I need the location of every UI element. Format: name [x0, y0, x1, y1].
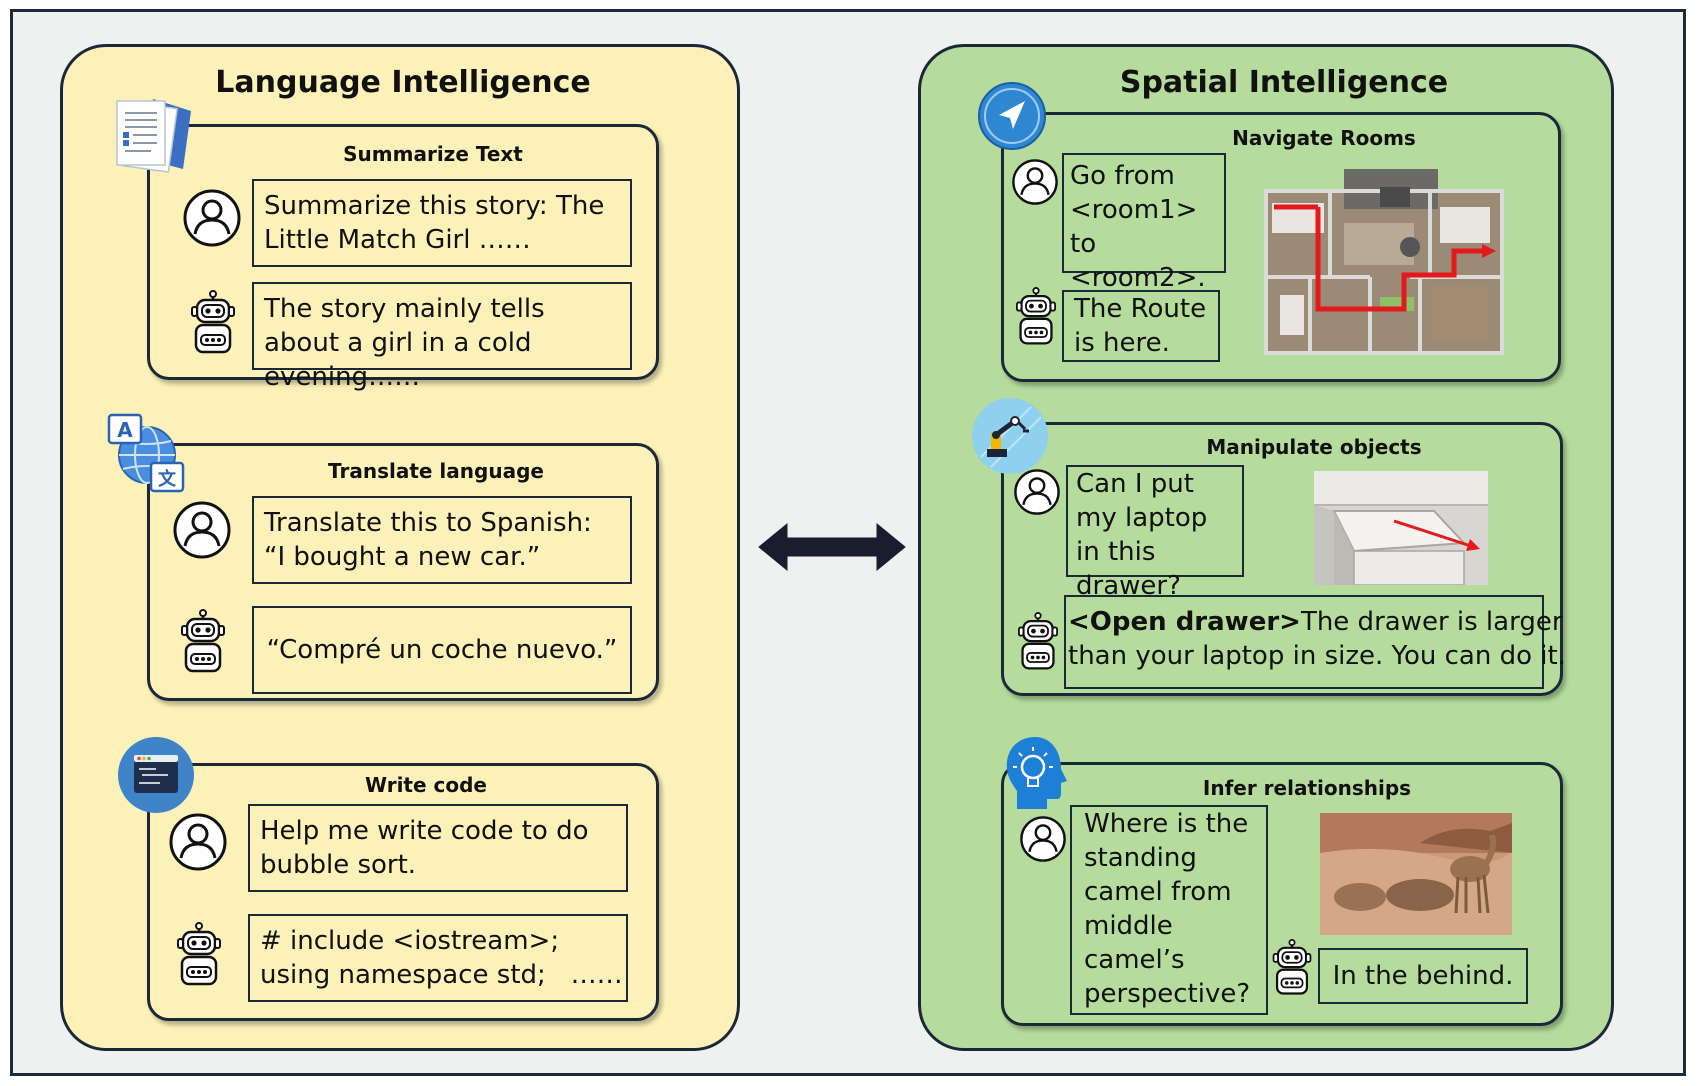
card-title: Write code	[365, 773, 487, 797]
card-title: Navigate Rooms	[1232, 126, 1416, 150]
write-code-card: Write code Help me write code to do bubb…	[147, 763, 659, 1021]
bot-message: In the behind.	[1318, 948, 1528, 1004]
card-title: Translate language	[328, 459, 544, 483]
bot-line-2: is here.	[1074, 328, 1170, 358]
robot-icon	[178, 609, 228, 675]
user-avatar-icon	[1019, 815, 1067, 863]
robot-icon	[188, 290, 238, 356]
summarize-text-card: Summarize Text Summarize this story: The…	[147, 124, 659, 392]
navigation-arrow-icon	[978, 82, 1046, 150]
card-title: Summarize Text	[343, 142, 523, 166]
user-message: Can I put my laptop in this drawer?	[1066, 465, 1244, 601]
manipulate-objects-card: Manipulate objects Can I put my laptop i…	[1001, 422, 1566, 696]
user-avatar-icon	[182, 188, 242, 248]
infer-relationships-card: Infer relationships Where is the standin…	[1001, 762, 1563, 1026]
robot-icon	[1013, 287, 1059, 347]
bot-message: The Route is here.	[1062, 290, 1220, 362]
documents-icon	[116, 99, 191, 173]
user-message: Help me write code to do bubble sort.	[248, 804, 628, 892]
panel-title: Spatial Intelligence	[1119, 65, 1449, 100]
user-message: Where is the standing camel from middle …	[1070, 805, 1268, 1015]
bot-message: <Open drawer>The drawer is larger than y…	[1064, 595, 1566, 689]
bot-code-message: # include <iostream>; using namespace st…	[248, 914, 628, 1002]
user-avatar-icon	[168, 812, 228, 872]
navigate-rooms-card: Navigate Rooms Go from <room1> to <room2…	[1001, 112, 1561, 382]
bot-message: The story mainly tells about a girl in a…	[252, 282, 632, 392]
code-line-1: # include <iostream>;	[260, 926, 560, 956]
user-avatar-icon	[1011, 158, 1059, 206]
user-message: Go from <room1> to <room2>.	[1062, 153, 1226, 293]
robot-icon	[174, 922, 224, 988]
spatial-intelligence-panel: Spatial Intelligence Navigate Rooms Go f…	[918, 44, 1614, 1051]
lightbulb-head-icon	[1006, 737, 1067, 809]
code-window-icon	[118, 737, 194, 813]
robot-icon	[1015, 612, 1061, 672]
svg-text:A: A	[117, 418, 133, 442]
card-title: Infer relationships	[1202, 776, 1412, 800]
robot-icon	[1270, 939, 1314, 997]
svg-text:文: 文	[158, 468, 177, 490]
bot-line-1: The Route	[1074, 294, 1207, 324]
bot-message: “Compré un coche nuevo.”	[252, 606, 632, 694]
floor-plan-image	[1264, 169, 1504, 355]
user-message: Translate this to Spanish: “I bought a n…	[252, 496, 632, 584]
code-line-2: using namespace std; ……	[260, 960, 623, 990]
robot-arm-icon	[972, 398, 1048, 474]
user-avatar-icon	[1013, 468, 1061, 516]
user-message: Summarize this story: The Little Match G…	[252, 179, 632, 267]
bot-line-2: than your laptop in size. You can do it.	[1068, 641, 1566, 671]
language-intelligence-panel: Language Intelligence Summarize Text Sum…	[60, 44, 740, 1051]
card-title: Manipulate objects	[1206, 435, 1422, 459]
bot-action: <Open drawer>	[1068, 607, 1301, 637]
double-arrow-icon	[758, 522, 906, 572]
bot-line-1: The drawer is larger	[1300, 607, 1563, 637]
translate-globe-icon: A 文	[107, 413, 185, 493]
camels-image	[1320, 813, 1512, 935]
panel-title: Language Intelligence	[215, 65, 591, 100]
translate-language-card: Translate language Translate this to Spa…	[147, 443, 659, 701]
drawer-image	[1314, 471, 1488, 585]
user-avatar-icon	[172, 500, 232, 560]
